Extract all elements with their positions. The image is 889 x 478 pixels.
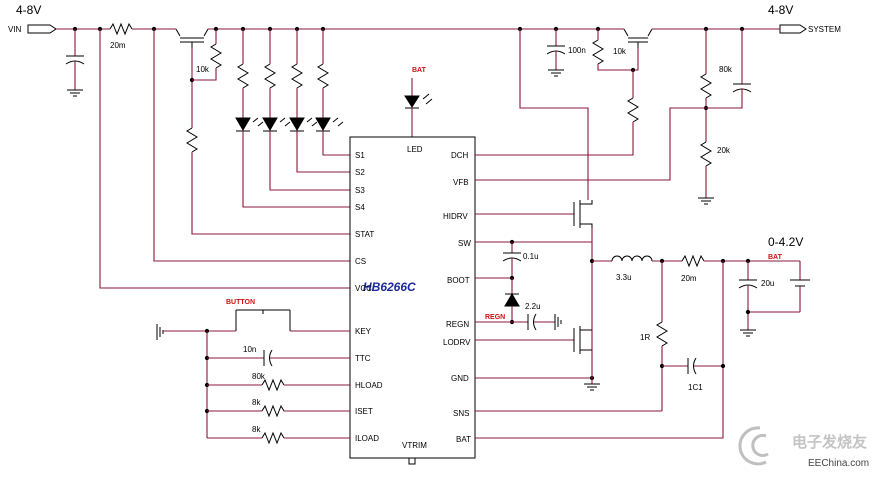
snubber-network: 1R 1C1 — [640, 261, 723, 411]
pin-bat: BAT — [456, 435, 471, 444]
pin-key: KEY — [355, 327, 372, 336]
input-capacitor — [65, 29, 85, 97]
boot-capacitor: 0.1u — [502, 242, 539, 278]
battery-sense-resistor: 20m — [681, 254, 705, 283]
gate-pullup-resistor-right: 10k — [592, 29, 639, 73]
charge-led-label: BAT — [412, 67, 427, 74]
battery-capacitor: 20u — [738, 261, 774, 337]
pin-iset: ISET — [355, 407, 373, 416]
watermark-url: EEChina.com — [808, 458, 869, 469]
feedforward-capacitor — [706, 29, 752, 109]
watermark-cn: 电子发烧友 — [792, 433, 867, 451]
pin-vfb: VFB — [453, 178, 469, 187]
pin-vcc: VCC — [355, 284, 372, 293]
output-pmos — [623, 28, 653, 48]
pin-regn: REGN — [446, 320, 469, 329]
hb6266c-chip: HB6266C LED VTRIM S1 S2 S3 S4 STAT CS VC… — [349, 136, 476, 465]
hload-resistor-value: 80k — [252, 372, 266, 381]
key-button: BUTTON — [156, 299, 291, 340]
pin-ttc: TTC — [355, 354, 371, 363]
charge-led: BAT — [404, 67, 433, 137]
system-capacitor-value: 100n — [568, 46, 586, 55]
pin-dch: DCH — [451, 151, 469, 160]
pin-lodrv: LODRV — [443, 338, 471, 347]
vfb-divider: 80k 20k — [698, 29, 733, 205]
input-sense-resistor: 20m — [109, 22, 133, 50]
system-capacitor: 100n — [546, 29, 586, 77]
hload-resistor: 80k — [207, 372, 350, 392]
system-port: SYSTEM — [779, 24, 841, 34]
regn-capacitor-value: 2.2u — [525, 302, 541, 311]
battery-sense-value: 20m — [681, 274, 697, 283]
input-pmos — [175, 28, 209, 48]
regn-capacitor: 2.2u — [525, 302, 562, 331]
chip-name: HB6266C — [363, 280, 416, 294]
pin-iload: ILOAD — [355, 434, 379, 443]
pin-gnd: GND — [451, 374, 469, 383]
output-inductor: 3.3u — [592, 255, 653, 282]
battery-cell — [745, 261, 810, 315]
pin-s2: S2 — [355, 168, 365, 177]
watermark-logo-icon — [738, 426, 769, 466]
battery-net-label: BAT — [768, 254, 783, 261]
vin-port-label: VIN — [8, 25, 22, 34]
iset-resistor-value: 8k — [252, 398, 261, 407]
iset-resistor: 8k — [207, 398, 350, 418]
iload-resistor-value: 8k — [252, 425, 261, 434]
button-label: BUTTON — [226, 299, 255, 306]
pin-boot: BOOT — [447, 276, 470, 285]
inductor-value: 3.3u — [616, 273, 632, 282]
pin-vtrim: VTRIM — [402, 441, 427, 450]
gate-pullup-left-value: 10k — [196, 65, 210, 74]
junctions-top — [72, 26, 745, 32]
pin-stat: STAT — [355, 230, 374, 239]
pin-sw: SW — [458, 239, 471, 248]
high-side-mosfet — [475, 200, 593, 228]
pin-led: LED — [407, 145, 423, 154]
pin-hload: HLOAD — [355, 381, 383, 390]
snubber-resistor-value: 1R — [640, 333, 650, 342]
boot-diode — [504, 278, 520, 325]
gate-pullup-right-value: 10k — [613, 47, 627, 56]
ttc-capacitor: 10n — [207, 345, 350, 367]
system-voltage-label: 4-8V — [768, 3, 793, 17]
divider-top-value: 80k — [719, 65, 733, 74]
boot-capacitor-value: 0.1u — [523, 252, 539, 261]
battery-capacitor-value: 20u — [761, 279, 774, 288]
indicator-led-chain — [235, 29, 350, 208]
watermark: 电子发烧友 EEChina.com — [738, 426, 869, 469]
pin-s3: S3 — [355, 186, 365, 195]
pin-s4: S4 — [355, 203, 365, 212]
battery-voltage-label: 0-4.2V — [768, 235, 803, 249]
vin-port: VIN — [8, 24, 57, 34]
ttc-capacitor-value: 10n — [243, 345, 256, 354]
pin-s1: S1 — [355, 151, 365, 160]
pin-cs: CS — [355, 257, 366, 266]
low-side-mosfet — [475, 326, 592, 354]
iload-resistor: 8k — [207, 425, 350, 445]
regn-net-label: REGN — [485, 314, 505, 321]
vin-voltage-label: 4-8V — [16, 3, 41, 17]
gate-pullup-resistor-left: 10k — [192, 29, 222, 81]
pin-hidrv: HIDRV — [443, 212, 468, 221]
input-sense-resistor-value: 20m — [110, 41, 126, 50]
pin-sns: SNS — [453, 409, 469, 418]
divider-bottom-value: 20k — [717, 146, 731, 155]
snubber-capacitor-value: 1C1 — [688, 383, 703, 392]
system-port-label: SYSTEM — [808, 25, 841, 34]
